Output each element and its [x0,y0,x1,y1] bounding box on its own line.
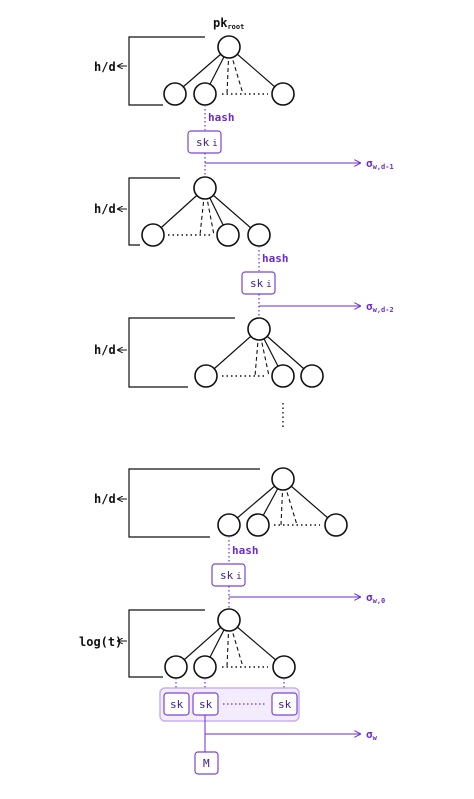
root-node [247,317,271,341]
leaf-node [272,655,296,679]
height-bracket [128,317,235,388]
tree-level-2: h/d [94,176,271,247]
leaf-node [271,82,295,106]
leaf-node [247,223,271,247]
leaf-node [194,364,218,388]
leaf-node [193,655,217,679]
tree-level-3: h/d [94,317,324,388]
leaf-node [217,513,241,537]
root-node [217,35,241,59]
leaf-node [216,223,240,247]
sk-label: sk [199,698,213,711]
hd-label: h/d [94,492,116,506]
pk-root-label: pkroot [213,16,244,31]
leaf-node [271,364,295,388]
sigma-label: σw,d-2 [366,300,394,314]
hash-label: hash [208,111,235,124]
height-bracket [128,468,260,538]
leaf-node [193,82,217,106]
sk-label: sk [278,698,292,711]
log-t-label: log(t) [79,635,122,649]
message-box [194,751,219,775]
tree-level-bottom: log(t) [79,608,296,679]
sigma-label: σw,0 [366,591,385,605]
hd-label: h/d [94,202,116,216]
leaf-node [324,513,348,537]
sigma-label: σw [366,728,378,742]
leaf-node [164,655,188,679]
hash-label: hash [262,252,289,265]
root-node [193,176,217,200]
hash-label: hash [232,544,259,557]
hd-label: h/d [94,60,116,74]
height-bracket [128,177,180,246]
height-bracket [128,36,205,106]
leaf-node [163,82,187,106]
message-label: M [203,757,210,770]
leaf-node [141,223,165,247]
height-bracket [128,609,205,678]
tree-level-4: h/d [94,467,348,538]
leaf-node [246,513,270,537]
hd-label: h/d [94,343,116,357]
leaf-node [300,364,324,388]
sigma-label: σw,d-1 [366,157,394,171]
sk-box [271,692,298,716]
sk-box [163,692,190,716]
root-node [217,608,241,632]
root-node [271,467,295,491]
tree-level-top: pkroot h/d [94,16,295,106]
sk-label: sk [170,698,184,711]
